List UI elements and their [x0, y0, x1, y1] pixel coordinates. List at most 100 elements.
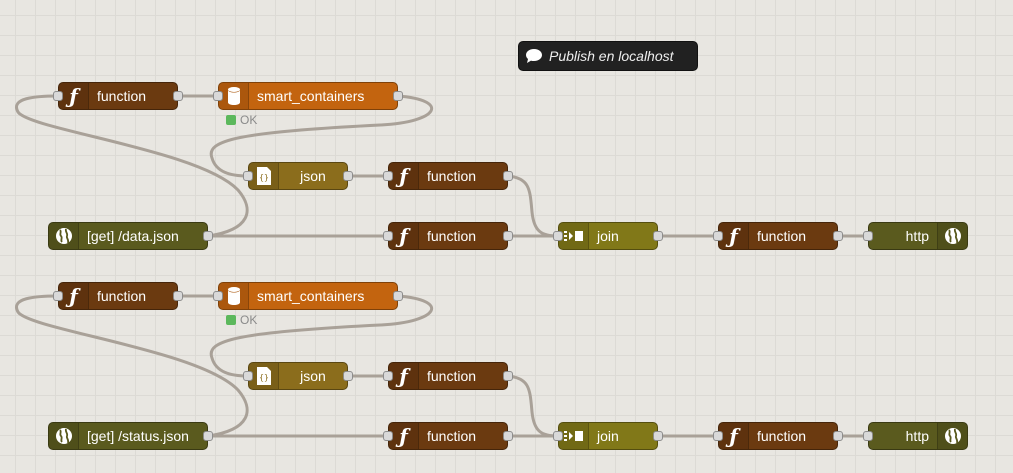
comment-icon	[519, 48, 549, 64]
node-label: http	[905, 228, 929, 244]
input-port[interactable]	[713, 231, 723, 241]
status-text: OK	[240, 113, 258, 127]
node-label: join	[597, 428, 619, 444]
output-port[interactable]	[503, 371, 513, 381]
node-label: function	[427, 228, 477, 244]
http-in-node[interactable]: [get] /status.json	[48, 422, 213, 450]
status-indicator: OK	[226, 313, 257, 327]
function-icon: ƒ	[389, 363, 419, 389]
function-icon: ƒ	[59, 283, 89, 309]
output-port[interactable]	[343, 371, 353, 381]
node-label: smart_containers	[257, 288, 365, 304]
input-port[interactable]	[53, 91, 63, 101]
node-label: function	[97, 88, 147, 104]
function-icon: ƒ	[719, 423, 749, 449]
node-label: smart_containers	[257, 88, 365, 104]
function-icon: ƒ	[719, 223, 749, 249]
output-port[interactable]	[653, 231, 663, 241]
output-port[interactable]	[503, 431, 513, 441]
node-label: function	[97, 288, 147, 304]
input-port[interactable]	[863, 231, 873, 241]
output-port[interactable]	[393, 91, 403, 101]
output-port[interactable]	[833, 231, 843, 241]
output-port[interactable]	[343, 171, 353, 181]
status-ok-icon	[226, 315, 236, 325]
status-ok-icon	[226, 115, 236, 125]
globe-icon	[49, 223, 79, 249]
input-port[interactable]	[383, 171, 393, 181]
globe-icon	[937, 423, 967, 449]
node-label: http	[905, 428, 929, 444]
node-label: function	[427, 428, 477, 444]
join-node[interactable]: join	[553, 222, 663, 250]
wire	[507, 174, 559, 238]
function-node[interactable]: ƒ function	[53, 282, 183, 310]
node-label: json	[300, 368, 326, 384]
node-label: function	[427, 168, 477, 184]
wire	[15, 294, 249, 438]
function-node[interactable]: ƒ function	[53, 82, 183, 110]
output-port[interactable]	[173, 91, 183, 101]
join-icon	[559, 223, 589, 249]
status-indicator: OK	[226, 113, 257, 127]
wire	[15, 94, 249, 238]
function-icon: ƒ	[389, 423, 419, 449]
json-node[interactable]: {} json	[243, 362, 353, 390]
function-node[interactable]: ƒ function	[383, 222, 513, 250]
node-label: [get] /data.json	[87, 228, 179, 244]
input-port[interactable]	[863, 431, 873, 441]
database-icon	[219, 283, 249, 309]
function-icon: ƒ	[389, 163, 419, 189]
database-node[interactable]: smart_containers	[213, 282, 403, 310]
input-port[interactable]	[213, 291, 223, 301]
input-port[interactable]	[383, 431, 393, 441]
function-node[interactable]: ƒ function	[383, 422, 513, 450]
input-port[interactable]	[243, 371, 253, 381]
wire	[209, 294, 434, 378]
database-icon	[219, 83, 249, 109]
globe-icon	[49, 423, 79, 449]
input-port[interactable]	[553, 431, 563, 441]
node-label: join	[597, 228, 619, 244]
output-port[interactable]	[503, 171, 513, 181]
http-response-node[interactable]: http	[863, 222, 968, 250]
input-port[interactable]	[383, 231, 393, 241]
json-icon: {}	[249, 163, 279, 189]
input-port[interactable]	[713, 431, 723, 441]
status-text: OK	[240, 313, 258, 327]
output-port[interactable]	[653, 431, 663, 441]
output-port[interactable]	[203, 431, 213, 441]
output-port[interactable]	[503, 231, 513, 241]
json-icon: {}	[249, 363, 279, 389]
svg-text:{}: {}	[259, 173, 269, 182]
database-node[interactable]: smart_containers	[213, 82, 403, 110]
function-icon: ƒ	[389, 223, 419, 249]
node-label: json	[300, 168, 326, 184]
node-label: function	[757, 228, 807, 244]
input-port[interactable]	[53, 291, 63, 301]
output-port[interactable]	[173, 291, 183, 301]
http-response-node[interactable]: http	[863, 422, 968, 450]
comment-node[interactable]: Publish en localhost	[518, 41, 698, 71]
function-node[interactable]: ƒ function	[713, 422, 843, 450]
node-label: function	[757, 428, 807, 444]
input-port[interactable]	[243, 171, 253, 181]
output-port[interactable]	[833, 431, 843, 441]
node-label: [get] /status.json	[87, 428, 189, 444]
json-node[interactable]: {} json	[243, 162, 353, 190]
wire	[209, 94, 434, 178]
input-port[interactable]	[553, 231, 563, 241]
function-node[interactable]: ƒ function	[383, 162, 513, 190]
output-port[interactable]	[393, 291, 403, 301]
globe-icon	[937, 223, 967, 249]
input-port[interactable]	[383, 371, 393, 381]
svg-text:{}: {}	[259, 373, 269, 382]
http-in-node[interactable]: [get] /data.json	[48, 222, 213, 250]
function-node[interactable]: ƒ function	[713, 222, 843, 250]
function-node[interactable]: ƒ function	[383, 362, 513, 390]
node-label: function	[427, 368, 477, 384]
input-port[interactable]	[213, 91, 223, 101]
output-port[interactable]	[203, 231, 213, 241]
join-node[interactable]: join	[553, 422, 663, 450]
